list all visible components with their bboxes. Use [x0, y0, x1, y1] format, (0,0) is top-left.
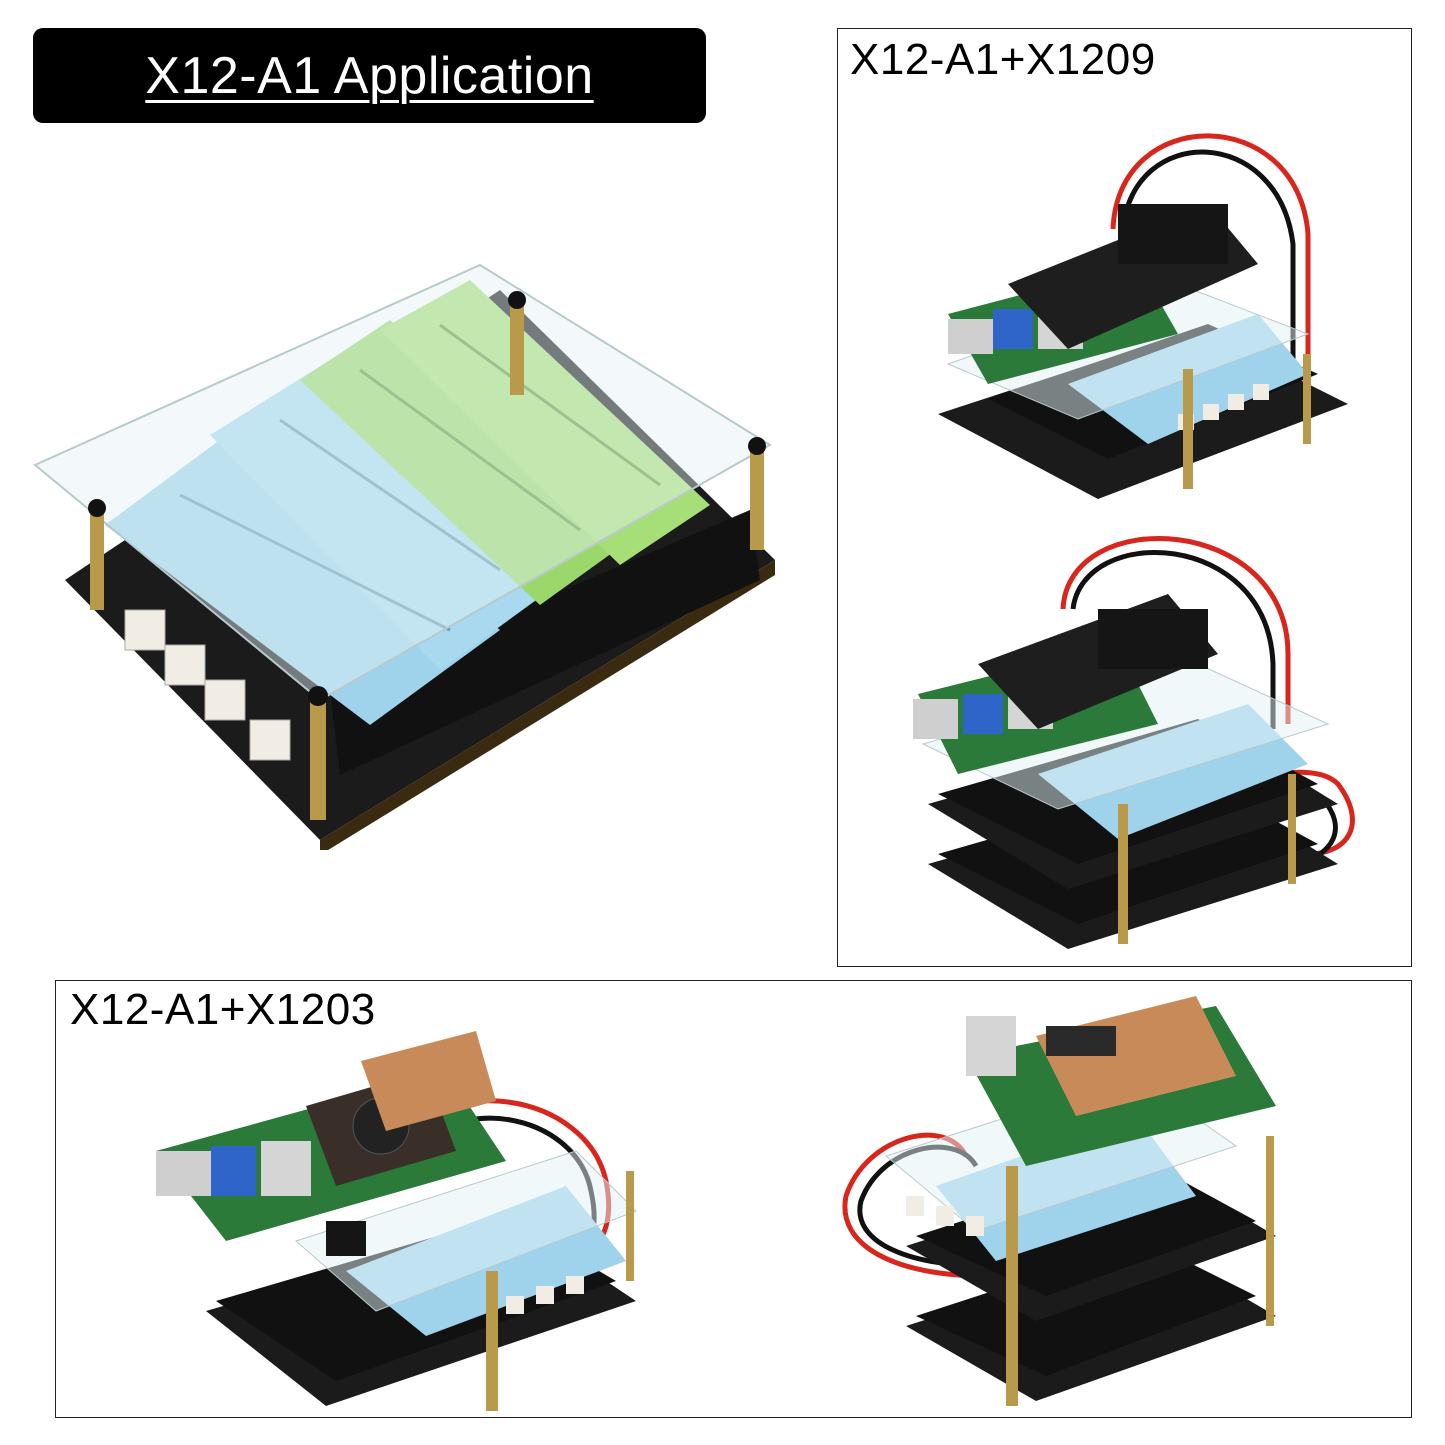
panel-x1203-label: X12-A1+X1203: [70, 985, 376, 1034]
battery-board-photo: [30, 250, 790, 850]
title-banner: X12-A1 Application: [33, 28, 706, 123]
panel-x1203: X12-A1+X1203: [55, 980, 1412, 1418]
x1203-stack-photo-single: [146, 1011, 666, 1416]
x1203-stack-photo-double: [836, 996, 1306, 1416]
stack-photo-single: [878, 114, 1378, 504]
stack-photo-double: [868, 524, 1388, 954]
panel-x1209-label: X12-A1+X1209: [850, 35, 1156, 84]
page-title: X12-A1 Application: [145, 46, 594, 105]
panel-x1209: X12-A1+X1209: [837, 28, 1412, 967]
